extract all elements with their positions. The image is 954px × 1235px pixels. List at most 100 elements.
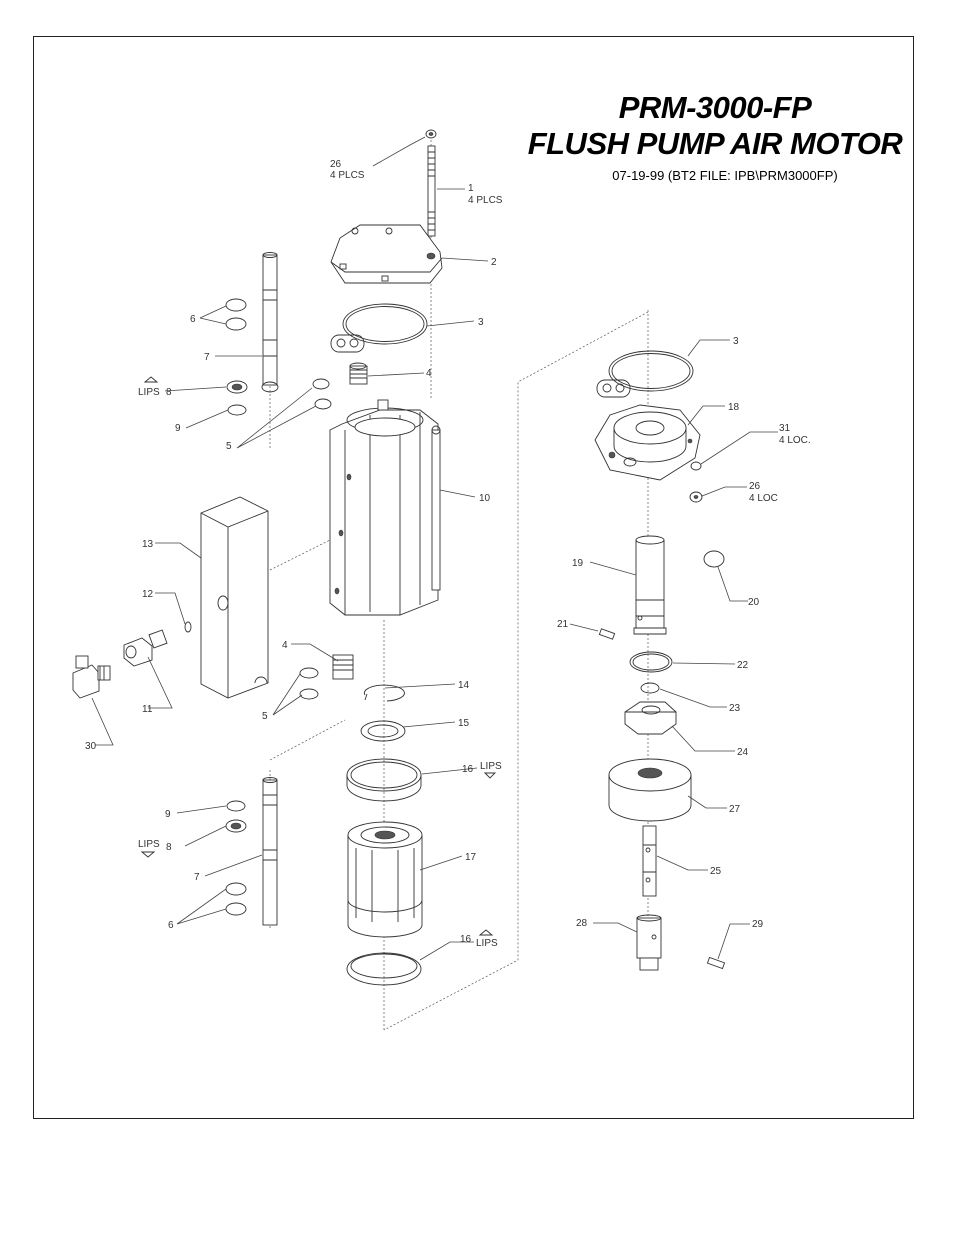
part-23-washer: [640, 682, 660, 694]
callout-24: 24: [737, 747, 749, 758]
part-15-washer: [360, 720, 406, 742]
part-3-gasket-right: [596, 350, 694, 398]
callout-14: 14: [458, 680, 470, 691]
drawing-subtitle: 07-19-99 (BT2 FILE: IPB\PRM3000FP): [612, 168, 838, 183]
part-9-washer-bottom: [226, 800, 246, 812]
callout-8-bottom: 8: [166, 842, 172, 853]
callout-30: 30: [85, 741, 97, 752]
callouts: 26 4 PLCS 1 4 PLCS 2 3 4 5 6 7 8 9 10 13…: [85, 159, 811, 945]
callout-6-bottom: 6: [168, 920, 174, 931]
callout-9-bottom: 9: [165, 809, 171, 820]
part-5-orings-top: [312, 378, 332, 410]
part-29-pin: [706, 956, 726, 970]
callout-5-bottom: 5: [262, 711, 268, 722]
callout-26-top-note: 4 PLCS: [330, 170, 365, 181]
part-16-cup-seal-top: [346, 758, 422, 802]
svg-text:LIPS: LIPS: [480, 761, 502, 772]
part-3-gasket-left: [330, 303, 428, 353]
callout-3-left: 3: [478, 317, 484, 328]
callout-16-bottom: 16: [460, 934, 472, 945]
callout-21: 21: [557, 619, 569, 630]
callout-19: 19: [572, 558, 584, 569]
part-26-nut-bottom: [689, 491, 703, 503]
part-30-elbow-fitting: [72, 655, 111, 699]
part-7-spool-top: [262, 252, 278, 386]
callout-11: 11: [142, 704, 153, 715]
callout-1: 1: [468, 183, 474, 194]
part-10-cylinder: [329, 399, 441, 616]
callout-26-bottom: 26: [749, 481, 761, 492]
drawing-sheet: [33, 36, 914, 1119]
callout-1-note: 4 PLCS: [468, 195, 503, 206]
part-13-manifold-block: [200, 496, 269, 699]
callout-28: 28: [576, 918, 588, 929]
part-16-cup-seal-bottom: [346, 952, 422, 986]
callout-27: 27: [729, 804, 741, 815]
callout-2: 2: [491, 257, 497, 268]
part-20-oring: [703, 550, 725, 568]
callout-18: 18: [728, 402, 740, 413]
leader-lines: [91, 136, 778, 961]
callout-23: 23: [729, 703, 741, 714]
part-6-seals-bottom: [225, 882, 247, 916]
callout-13: 13: [142, 539, 154, 550]
callout-10: 10: [479, 493, 491, 504]
part-4-check-valve-bottom: [332, 654, 354, 680]
part-31-lock-washer: [690, 461, 702, 471]
callout-17: 17: [465, 852, 477, 863]
part-14-snap-ring: [363, 684, 405, 702]
lips-arrow-8-top: LIPS: [138, 376, 160, 398]
callout-4-bottom: 4: [282, 640, 288, 651]
callout-20: 20: [748, 597, 760, 608]
svg-text:LIPS: LIPS: [138, 387, 160, 398]
lips-arrow-16-top: LIPS: [480, 761, 502, 779]
drawing-title: PRM-3000-FP FLUSH PUMP AIR MOTOR: [520, 90, 910, 162]
block-link-line: [269, 534, 341, 571]
callout-16-top: 16: [462, 764, 474, 775]
part-8-lip-seal-top: [226, 380, 279, 394]
lips-arrow-16-bottom: LIPS: [476, 929, 498, 949]
part-4-check-valve-top: [349, 362, 368, 385]
callout-25: 25: [710, 866, 722, 877]
svg-text:LIPS: LIPS: [138, 839, 160, 850]
callout-22: 22: [737, 660, 749, 671]
part-6-seals-top: [225, 298, 247, 331]
part-12-oring: [184, 621, 192, 633]
lips-arrow-8-bottom: LIPS: [138, 839, 160, 858]
part-5-orings-bottom: [299, 667, 319, 700]
callout-31: 31: [779, 423, 791, 434]
part-7-spool-bottom: [262, 777, 278, 926]
part-26-nut-top: [425, 129, 437, 139]
part-22-oring: [629, 651, 673, 673]
part-8-lip-seal-bottom: [225, 819, 247, 833]
callout-15: 15: [458, 718, 470, 729]
part-2-top-cap: [330, 224, 443, 284]
callout-6-top: 6: [190, 314, 196, 325]
callout-3-right: 3: [733, 336, 739, 347]
title-model: PRM-3000-FP: [618, 90, 812, 125]
callout-9-top: 9: [175, 423, 181, 434]
title-description: FLUSH PUMP AIR MOTOR: [527, 126, 903, 161]
callout-29: 29: [752, 919, 764, 930]
callout-26-top: 26: [330, 159, 342, 170]
part-25-rod: [642, 825, 657, 897]
callout-26-bottom-note: 4 LOC: [749, 493, 778, 504]
part-28-plunger: [636, 914, 662, 971]
part-21-pin: [598, 628, 616, 640]
callout-7-bottom: 7: [194, 872, 200, 883]
svg-text:LIPS: LIPS: [476, 938, 498, 949]
part-27-weight: [608, 758, 692, 822]
part-18-bottom-cap: [594, 404, 701, 481]
part-11-fitting: [123, 629, 168, 667]
callout-12: 12: [142, 589, 154, 600]
part-1-tie-rod: [427, 145, 436, 237]
callout-4-top: 4: [426, 368, 432, 379]
subassembly-boundary: [383, 311, 649, 1031]
left-link-line: [269, 719, 346, 761]
callout-7-top: 7: [204, 352, 210, 363]
part-17-piston: [347, 821, 423, 938]
part-9-washer-top: [227, 404, 247, 416]
callout-8-top: 8: [166, 387, 172, 398]
callout-31-note: 4 LOC.: [779, 435, 811, 446]
